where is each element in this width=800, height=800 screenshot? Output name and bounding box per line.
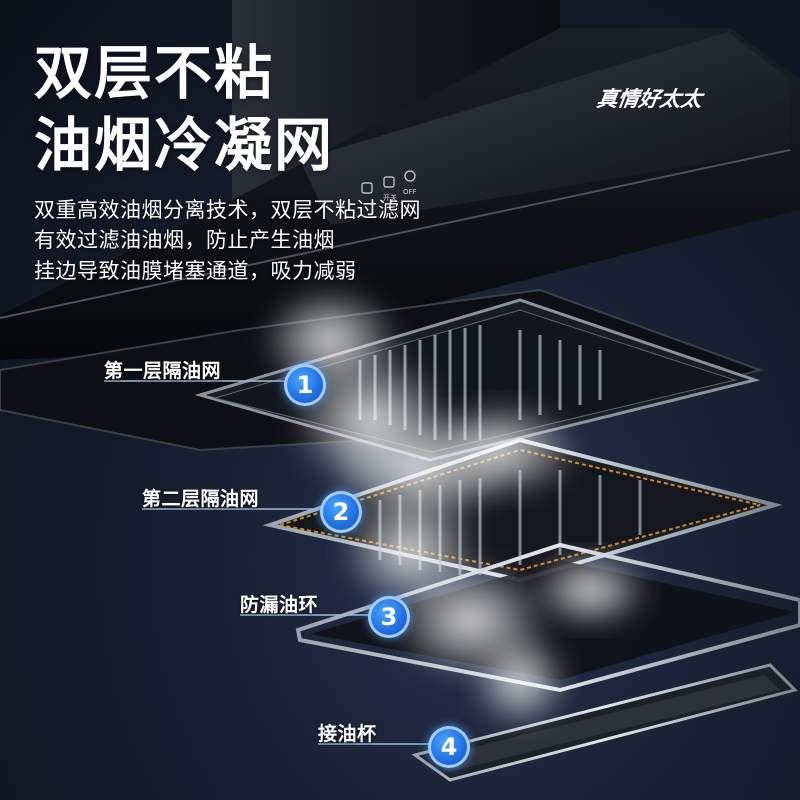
callout-label-3: 防漏油环: [240, 594, 319, 616]
power-button-icon: [383, 176, 395, 188]
description-line-1: 双重高效油烟分离技术，双层不粘过滤网: [34, 198, 421, 222]
glass-panel: [300, 32, 790, 225]
headline-line-1: 双层不粘: [34, 39, 275, 107]
callout-badge-2: 2: [320, 491, 362, 533]
callout-label-4: 接油杯: [318, 723, 377, 745]
callout-badge-1: 1: [284, 364, 326, 406]
panel-label-power: 开关: [383, 193, 397, 202]
description-line-3: 挂边导致油膜堵塞通道，吸力减弱: [34, 259, 357, 283]
headline-line-2: 油烟冷凝网: [34, 111, 335, 179]
callout-badge-3: 3: [368, 596, 410, 638]
panel-label-off: OFF: [403, 188, 417, 196]
callout-badge-4: 4: [428, 726, 470, 768]
off-button-icon: [404, 170, 416, 182]
light-button-icon: [361, 182, 373, 194]
oil-cup-tray: [411, 663, 798, 782]
description-line-2: 有效过滤油油烟，防止产生油烟: [34, 228, 335, 252]
chimney: [232, 0, 560, 200]
callout-label-2: 第二层隔油网: [142, 488, 260, 510]
smoke-plume: [260, 285, 650, 730]
control-panel: [361, 170, 416, 194]
callout-leaders: [104, 380, 432, 745]
hood-edge-highlight: [0, 149, 791, 319]
brand-logo: 真情好太太: [595, 87, 704, 111]
callout-label-1: 第一层隔油网: [104, 360, 222, 382]
